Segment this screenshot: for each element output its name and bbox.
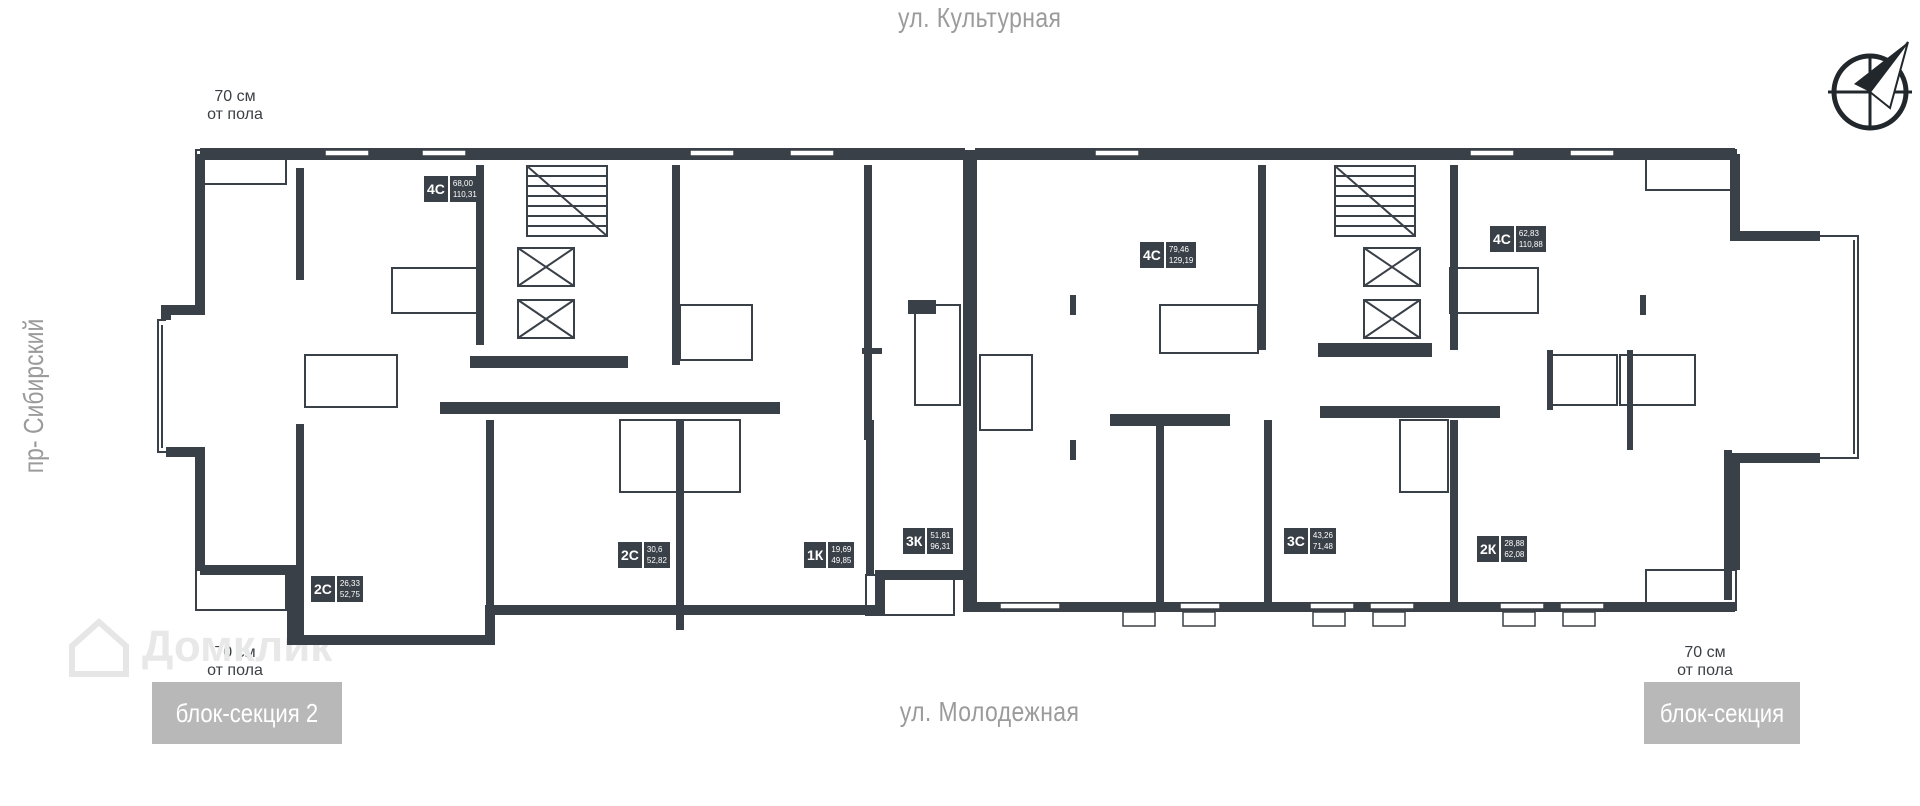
street-bottom-label: ул. Молодежная — [899, 696, 1080, 727]
apartment-type: 2С — [618, 542, 642, 568]
apartment-type: 4С — [424, 176, 448, 202]
apartment-areas: 79,46 129,19 — [1165, 242, 1197, 268]
apartment-type: 3К — [903, 528, 926, 554]
apartment-label: 2К 28,88 62,08 — [1477, 536, 1528, 562]
apartment-areas: 43,26 71,48 — [1309, 528, 1336, 554]
apartment-areas: 30,6 52,82 — [643, 542, 670, 568]
apartment-areas: 68,00 110,31 — [449, 176, 480, 202]
window-note-bottom-right: 70 см от пола — [1677, 644, 1733, 679]
apartment-areas: 62,83 110,88 — [1515, 226, 1546, 252]
apartment-label: 2С 30,6 52,82 — [618, 542, 670, 568]
apartment-label: 1К 19,69 49,85 — [804, 542, 855, 568]
apartment-areas: 51,81 96,31 — [927, 528, 954, 554]
floor-plan: ул. Культурная ул. Молодежная пр- Сибирс… — [18, 2, 1912, 790]
window-note-bottom-left: 70 см от пола — [207, 644, 263, 679]
apartment-type: 2С — [311, 576, 335, 602]
street-top-label: ул. Культурная — [897, 2, 1062, 33]
apartment-type: 4С — [1490, 226, 1514, 252]
apartment-areas: 26,33 52,75 — [336, 576, 363, 602]
building-walls — [157, 148, 1859, 645]
north-arrow-icon — [1828, 41, 1912, 131]
apartment-type: 2К — [1477, 536, 1500, 562]
apartment-areas: 28,88 62,08 — [1501, 536, 1528, 562]
apartment-type: 3С — [1284, 528, 1308, 554]
house-logo-icon — [69, 617, 129, 677]
apartment-type: 1К — [804, 542, 827, 568]
apartment-label: 4С 79,46 129,19 — [1140, 242, 1197, 268]
apartment-areas: 19,69 49,85 — [828, 542, 855, 568]
section-1-tag: блок-секция 1 — [1644, 682, 1800, 790]
apartment-label: 2С 26,33 52,75 — [311, 576, 363, 602]
apartment-label: 4С 62,83 110,88 — [1490, 226, 1546, 252]
window-note-top-left: 70 см от пола — [207, 88, 263, 123]
section-2-tag: блок-секция 2 — [152, 682, 342, 744]
apartment-label: 3С 43,26 71,48 — [1284, 528, 1336, 554]
apartment-type: 4С — [1140, 242, 1164, 268]
apartment-label: 3К 51,81 96,31 — [903, 528, 954, 554]
apartment-label: 4С 68,00 110,31 — [424, 176, 480, 202]
